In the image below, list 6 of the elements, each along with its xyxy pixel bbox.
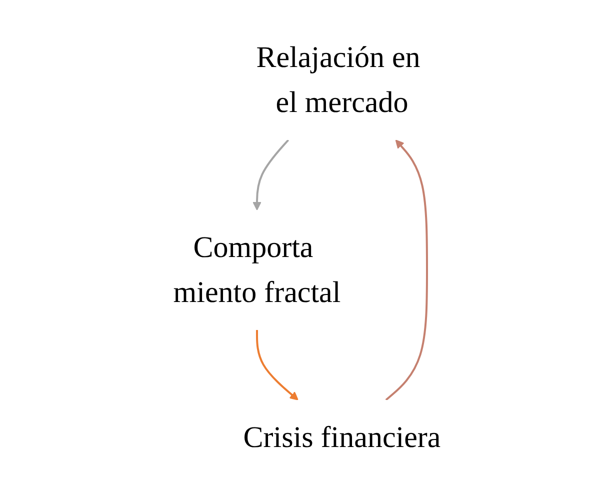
arrow: [256, 330, 298, 400]
arrow: [252, 139, 289, 210]
node-text: Relajación en el mercado: [256, 41, 420, 119]
node-text: Crisis financiera: [242, 421, 440, 454]
node-text: Comporta miento fractal: [172, 231, 340, 309]
arrow: [384, 140, 428, 401]
